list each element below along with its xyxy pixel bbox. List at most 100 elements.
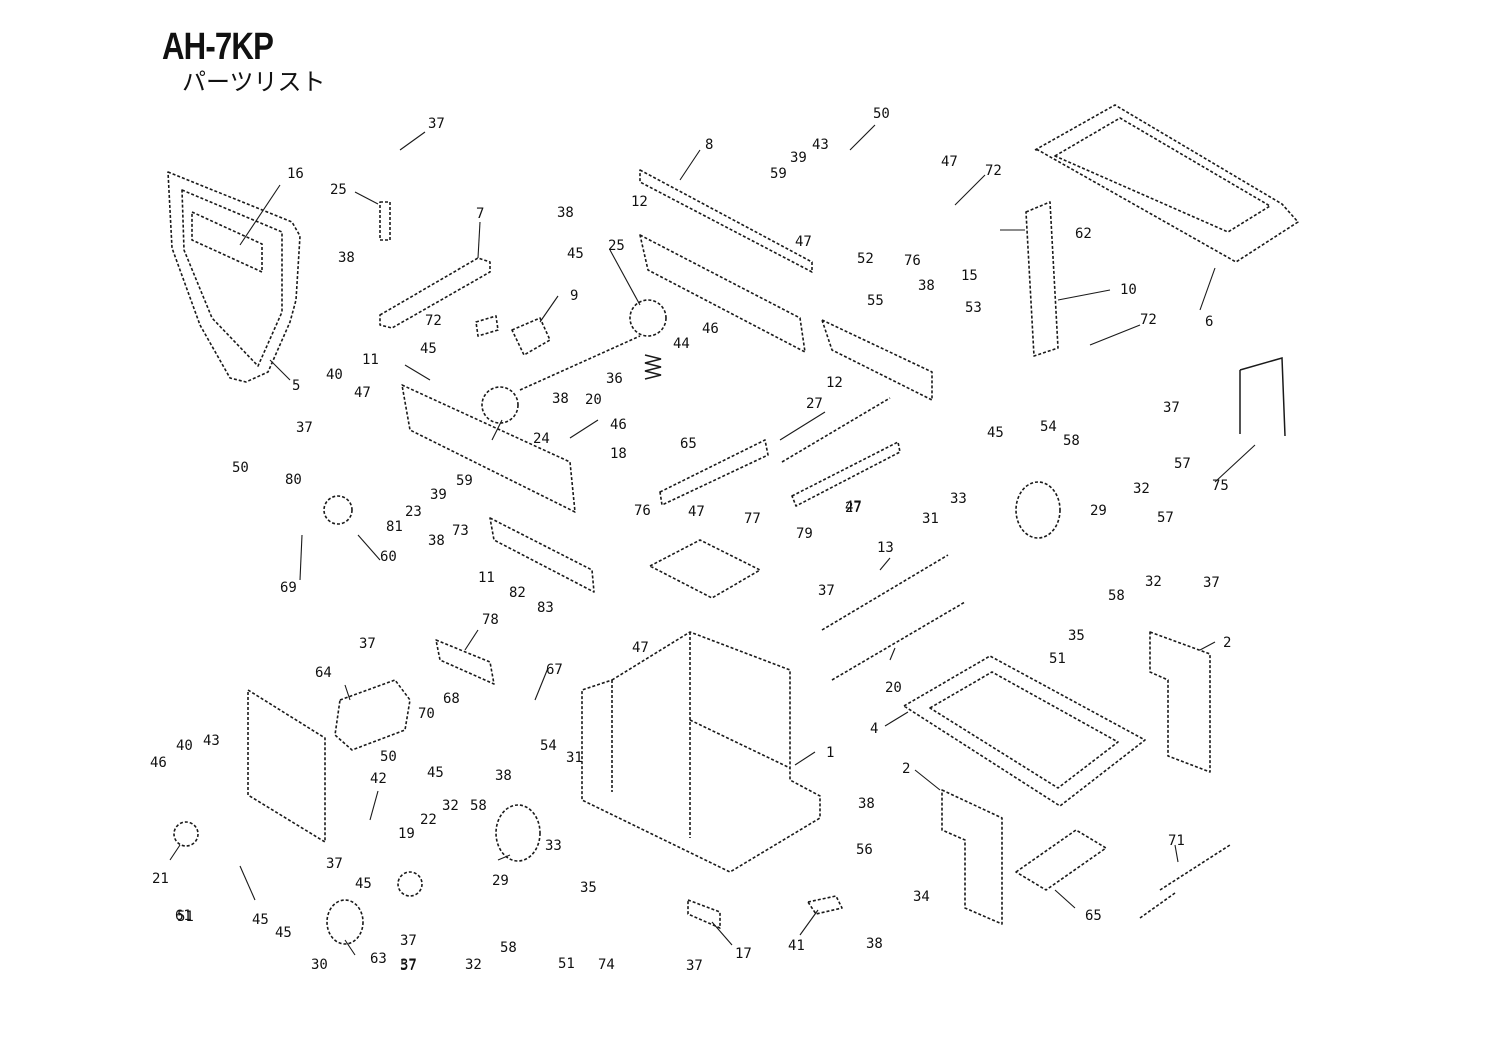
leader-line	[1054, 889, 1076, 909]
callout-38: 38	[495, 768, 512, 784]
top-frame-6-inner	[1054, 117, 1271, 233]
side-plate-42	[247, 689, 326, 843]
callout-32: 32	[442, 798, 459, 814]
callout-19: 19	[398, 826, 415, 842]
model-title: AH-7KP	[162, 26, 274, 68]
shaft-13	[821, 554, 949, 631]
callout-37: 37	[359, 636, 376, 652]
callout-60: 60	[380, 549, 397, 565]
callout-47: 47	[354, 385, 371, 401]
callout-80: 80	[285, 472, 302, 488]
leader-line	[539, 295, 559, 323]
callout-57: 57	[400, 958, 417, 974]
callout-76: 76	[634, 503, 651, 519]
gear-25	[629, 299, 667, 337]
callout-15: 15	[961, 268, 978, 284]
callout-31: 31	[922, 511, 939, 527]
foot-41	[807, 895, 843, 915]
callout-38: 38	[428, 533, 445, 549]
leader-line	[497, 854, 511, 861]
callout-37: 37	[326, 856, 343, 872]
callout-35: 35	[580, 880, 597, 896]
callout-70: 70	[418, 706, 435, 722]
callout-12: 12	[631, 194, 648, 210]
callout-4: 4	[870, 721, 878, 737]
callout-38: 38	[552, 391, 569, 407]
callout-68: 68	[443, 691, 460, 707]
callout-29: 29	[1090, 503, 1107, 519]
slat-77	[791, 441, 901, 507]
callout-11: 11	[478, 570, 495, 586]
callout-37: 37	[1163, 400, 1180, 416]
callout-52: 52	[857, 251, 874, 267]
callout-58: 58	[470, 798, 487, 814]
leader-line	[679, 149, 701, 181]
box-65	[1015, 829, 1107, 891]
callout-7: 7	[476, 206, 484, 222]
callout-45: 45	[275, 925, 292, 941]
callout-57: 57	[1174, 456, 1191, 472]
callout-78: 78	[482, 612, 499, 628]
callout-6: 6	[1205, 314, 1213, 330]
callout-37: 37	[686, 958, 703, 974]
callout-34: 34	[913, 889, 930, 905]
callout-72: 72	[985, 163, 1002, 179]
callout-74: 74	[598, 957, 615, 973]
leader-line	[914, 769, 941, 791]
callout-29: 29	[492, 873, 509, 889]
rail-11-lower	[489, 517, 595, 593]
callout-50: 50	[873, 106, 890, 122]
callout-labels: 1 2 2 4 5 6 7 8 9 10 11 11 12 12 13 15 1…	[150, 106, 1231, 974]
chute-79	[649, 539, 761, 599]
callout-41: 41	[788, 938, 805, 954]
frame-12-right	[821, 319, 933, 401]
callout-50: 50	[380, 749, 397, 765]
leader-line	[534, 667, 549, 701]
callout-1: 1	[826, 745, 834, 761]
motor-64	[334, 679, 411, 751]
callout-62: 62	[1075, 226, 1092, 242]
shaft-20-upper	[519, 335, 641, 391]
callout-46: 46	[150, 755, 167, 771]
callout-24: 24	[533, 431, 550, 447]
callout-55: 55	[867, 293, 884, 309]
callout-47: 47	[688, 504, 705, 520]
leader-line	[954, 174, 986, 206]
leader-line	[884, 711, 909, 727]
callout-27: 27	[845, 500, 862, 516]
callout-33: 33	[545, 838, 562, 854]
callout-16: 16	[287, 166, 304, 182]
callout-43: 43	[203, 733, 220, 749]
callout-22: 22	[420, 812, 437, 828]
leader-line	[477, 221, 481, 259]
leader-line	[369, 790, 379, 821]
callout-51: 51	[558, 956, 575, 972]
clamp-72	[475, 315, 499, 337]
callout-5: 5	[292, 378, 300, 394]
leader-line	[404, 364, 431, 381]
leader-line	[239, 865, 256, 901]
callout-79: 79	[796, 526, 813, 542]
callout-53: 53	[965, 300, 982, 316]
leader-line	[1214, 444, 1256, 483]
callout-35: 35	[1068, 628, 1085, 644]
leader-line	[609, 249, 641, 306]
callout-38: 38	[918, 278, 935, 294]
leader-line	[491, 419, 503, 441]
callout-37: 37	[400, 933, 417, 949]
callout-38: 38	[338, 250, 355, 266]
callout-43: 43	[812, 137, 829, 153]
callout-10: 10	[1120, 282, 1137, 298]
callout-20: 20	[585, 392, 602, 408]
callout-39: 39	[430, 487, 447, 503]
callout-23: 23	[405, 504, 422, 520]
callout-13: 13	[877, 540, 894, 556]
callout-82: 82	[509, 585, 526, 601]
frame-12-left	[639, 234, 806, 353]
callout-76: 76	[904, 253, 921, 269]
frame-4-inner	[929, 671, 1119, 789]
callout-37: 37	[1203, 575, 1220, 591]
callout-45: 45	[252, 912, 269, 928]
leader-line	[399, 131, 426, 151]
post-10	[1025, 201, 1059, 357]
